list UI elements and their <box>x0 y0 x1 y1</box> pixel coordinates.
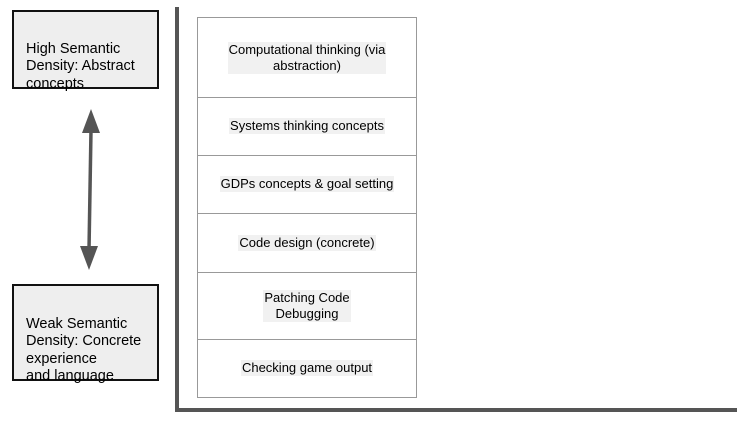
stack-row-computational-thinking: Computational thinking (via abstraction) <box>198 18 416 98</box>
stack-row-label: GDPs concepts & goal setting <box>219 176 395 192</box>
stack-row-checking-output: Checking game output <box>198 339 416 397</box>
weak-semantic-density-box: Weak Semantic Density: Concrete experien… <box>12 284 159 384</box>
high-semantic-density-label: High Semantic Density: Abstract concepts <box>26 40 135 92</box>
stack-row-label: Checking game output <box>240 360 374 376</box>
stack-row-systems-thinking: Systems thinking concepts <box>198 97 416 156</box>
stack-row-patching-code: Patching Code Debugging <box>198 272 416 340</box>
vertical-axis <box>175 7 179 412</box>
double-arrow-icon <box>80 109 100 270</box>
concept-stack: Computational thinking (via abstraction)… <box>197 17 417 398</box>
stack-row-gdps-concepts: GDPs concepts & goal setting <box>198 155 416 214</box>
horizontal-axis <box>175 408 737 412</box>
stack-row-label: Patching Code Debugging <box>263 289 351 322</box>
stack-row-label: Systems thinking concepts <box>229 118 385 134</box>
stack-row-label: Code design (concrete) <box>238 234 376 251</box>
weak-semantic-density-label: Weak Semantic Density: Concrete experien… <box>26 315 142 385</box>
high-semantic-density-box: High Semantic Density: Abstract concepts <box>12 10 159 92</box>
stack-row-code-design: Code design (concrete) <box>198 213 416 273</box>
stack-row-label: Computational thinking (via abstraction) <box>227 41 387 74</box>
